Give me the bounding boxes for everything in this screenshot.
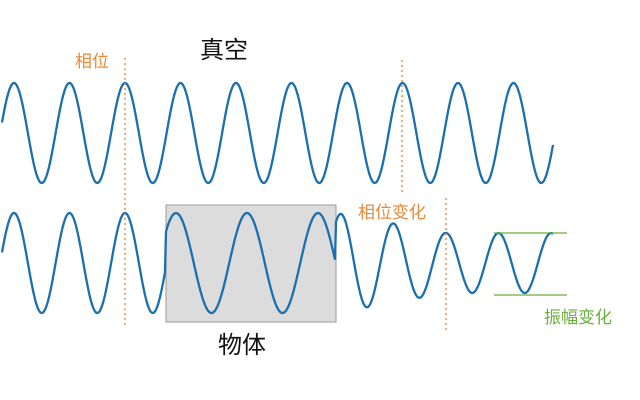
phase-label: 相位 <box>75 52 109 72</box>
phase-change-label: 相位变化 <box>358 203 426 223</box>
vacuum-label: 真空 <box>200 36 248 64</box>
object-label: 物体 <box>218 331 266 359</box>
object-wave <box>0 211 554 315</box>
amplitude-change-label: 振幅变化 <box>544 308 612 328</box>
vacuum-wave <box>0 81 555 185</box>
